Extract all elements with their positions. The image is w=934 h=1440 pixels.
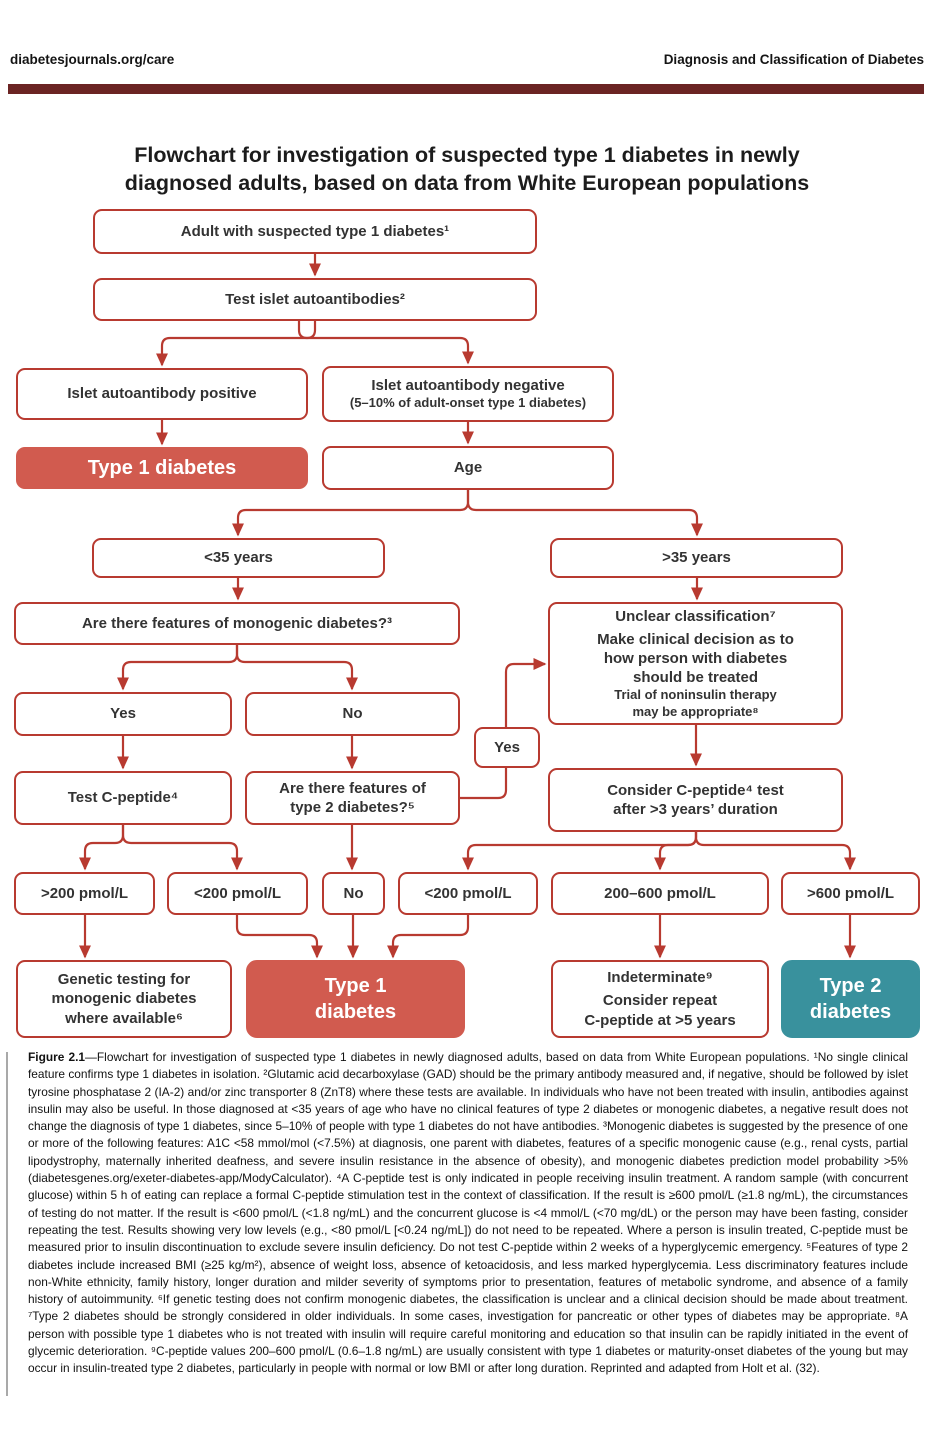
node-label: <200 pmol/L: [193, 884, 282, 902]
node-label: Unclear classification⁷: [615, 607, 776, 625]
node-under-35-years: <35 years: [92, 538, 385, 578]
node-line: Type 2: [819, 975, 882, 997]
node-label: <35 years: [204, 549, 273, 567]
node-type2-features-question: Are there features of type 2 diabetes?⁵: [245, 771, 460, 825]
node-no-monogenic: No: [245, 692, 460, 736]
header-rule: [8, 84, 924, 94]
node-label: Yes: [494, 738, 520, 756]
node-label: No: [343, 884, 364, 902]
node-line: how person with diabetes: [603, 649, 788, 667]
node-over-35-years: >35 years: [550, 538, 843, 578]
node-line: Are there features of: [279, 779, 426, 797]
caption-change-bar: [6, 1052, 8, 1396]
node-line: should be treated: [632, 669, 759, 687]
node-test-islet-autoantibodies: Test islet autoantibodies²: [93, 278, 537, 321]
node-unclear-classification: Unclear classification⁷ Make clinical de…: [548, 602, 843, 725]
node-label: 200–600 pmol/L: [604, 884, 716, 902]
node-line: Consider repeat: [602, 992, 718, 1010]
node-label: Islet autoantibody negative: [371, 377, 565, 395]
node-sublabel: (5–10% of adult-onset type 1 diabetes): [349, 395, 587, 411]
node-islet-autoantibody-negative: Islet autoantibody negative (5–10% of ad…: [322, 366, 614, 422]
node-subline: Trial of noninsulin therapy: [614, 687, 777, 703]
node-line: Make clinical decision as to: [597, 630, 794, 648]
node-line: Genetic testing for: [57, 971, 191, 989]
node-label: Yes: [110, 705, 136, 723]
node-label: <200 pmol/L: [424, 884, 512, 902]
figure-title-line2: diagnosed adults, based on data from Whi…: [124, 171, 810, 196]
node-line: where available⁶: [65, 1009, 183, 1027]
node-lt200-pmol-right: <200 pmol/L: [398, 872, 538, 915]
node-line: diabetes: [314, 1001, 397, 1023]
figure-title: Flowchart for investigation of suspected…: [0, 141, 934, 198]
node-label: No: [342, 705, 363, 723]
node-label: Islet autoantibody positive: [67, 385, 257, 403]
figure-caption-text: —Flowchart for investigation of suspecte…: [28, 1050, 909, 1376]
node-monogenic-features-question: Are there features of monogenic diabetes…: [14, 602, 460, 645]
node-label: >200 pmol/L: [40, 884, 129, 902]
figure-caption: Figure 2.1—Flowchart for investigation o…: [28, 1049, 908, 1378]
node-type1-diabetes-result-left: Type 1 diabetes: [16, 447, 308, 489]
node-gt200-pmol: >200 pmol/L: [14, 872, 155, 915]
node-adult-suspected-t1d: Adult with suspected type 1 diabetes¹: [93, 209, 537, 254]
node-label: >35 years: [662, 549, 731, 567]
node-line: diabetes: [809, 1001, 892, 1023]
node-yes-connector-label: Yes: [474, 727, 540, 768]
node-yes-monogenic: Yes: [14, 692, 232, 736]
node-label: Indeterminate⁹: [607, 969, 713, 987]
node-lt200-pmol-left: <200 pmol/L: [167, 872, 308, 915]
node-consider-c-peptide: Consider C-peptide⁴ test after >3 years’…: [548, 768, 843, 832]
node-indeterminate: Indeterminate⁹ Consider repeat C-peptide…: [551, 960, 769, 1038]
node-genetic-testing: Genetic testing for monogenic diabetes w…: [16, 960, 232, 1038]
node-age: Age: [322, 446, 614, 490]
node-label: Type 1 diabetes: [87, 457, 237, 479]
node-label: Test islet autoantibodies²: [225, 290, 405, 308]
node-line: after >3 years’ duration: [613, 801, 778, 818]
article-title: Diagnosis and Classification of Diabetes: [663, 52, 924, 67]
node-label: Test C-peptide⁴: [67, 789, 179, 807]
node-type1-diabetes-result-bottom: Type 1 diabetes: [246, 960, 465, 1038]
node-type2-diabetes-result: Type 2 diabetes: [781, 960, 920, 1038]
node-label: Are there features of monogenic diabetes…: [81, 614, 393, 632]
node-line: monogenic diabetes: [51, 990, 197, 1008]
node-line: Type 1: [324, 975, 387, 997]
node-label: Age: [453, 459, 483, 477]
node-islet-autoantibody-positive: Islet autoantibody positive: [16, 368, 308, 420]
node-label: Adult with suspected type 1 diabetes¹: [180, 222, 450, 240]
node-test-c-peptide: Test C-peptide⁴: [14, 771, 232, 825]
node-200-600-pmol: 200–600 pmol/L: [551, 872, 769, 915]
node-line: type 2 diabetes?⁵: [290, 799, 415, 816]
node-no-type2-features: No: [322, 872, 385, 915]
node-line: C-peptide at >5 years: [584, 1011, 736, 1029]
node-subline: may be appropriate⁸: [632, 703, 759, 719]
figure-title-line1: Flowchart for investigation of suspected…: [134, 143, 800, 167]
node-gt600-pmol: >600 pmol/L: [781, 872, 920, 915]
node-line: Consider C-peptide⁴ test: [607, 781, 784, 799]
figure-caption-label: Figure 2.1: [28, 1050, 86, 1064]
node-label: >600 pmol/L: [806, 884, 895, 902]
journal-url: diabetesjournals.org/care: [10, 52, 175, 67]
